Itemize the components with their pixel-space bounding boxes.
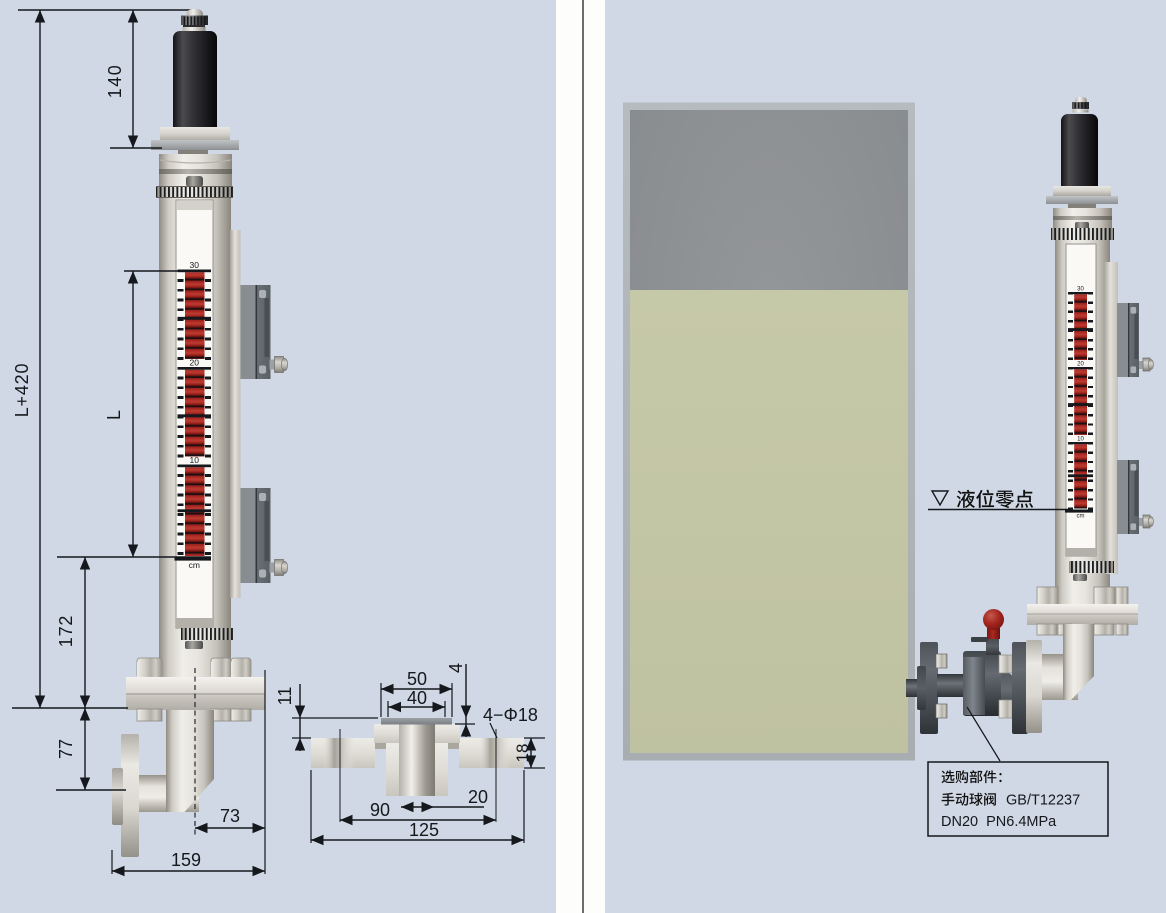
svg-text:11: 11 xyxy=(275,687,295,706)
svg-text:GB/T12237: GB/T12237 xyxy=(1006,793,1080,809)
svg-text:125: 125 xyxy=(409,820,439,840)
svg-text:50: 50 xyxy=(407,669,427,689)
svg-text:DN20 PN6.4MPa: DN20 PN6.4MPa xyxy=(941,814,1057,830)
svg-text:cm: cm xyxy=(1077,513,1085,519)
svg-text:18: 18 xyxy=(513,744,532,763)
svg-text:10: 10 xyxy=(190,455,200,465)
svg-text:90: 90 xyxy=(370,800,390,820)
svg-text:77: 77 xyxy=(56,739,76,759)
svg-text:172: 172 xyxy=(56,615,76,647)
svg-text:73: 73 xyxy=(220,806,240,826)
svg-text:20: 20 xyxy=(190,358,200,368)
svg-text:cm: cm xyxy=(189,560,200,570)
svg-text:30: 30 xyxy=(1077,287,1084,293)
svg-text:4−Φ18: 4−Φ18 xyxy=(483,705,538,725)
svg-text:10: 10 xyxy=(1077,437,1084,443)
svg-text:40: 40 xyxy=(407,688,427,708)
svg-text:159: 159 xyxy=(171,850,201,870)
svg-text:30: 30 xyxy=(190,260,200,270)
svg-text:4: 4 xyxy=(446,663,466,673)
svg-text:140: 140 xyxy=(105,64,125,99)
svg-text:L+420: L+420 xyxy=(12,363,32,418)
svg-text:L: L xyxy=(104,410,124,420)
svg-text:20: 20 xyxy=(468,787,488,807)
svg-text:20: 20 xyxy=(1077,362,1084,368)
